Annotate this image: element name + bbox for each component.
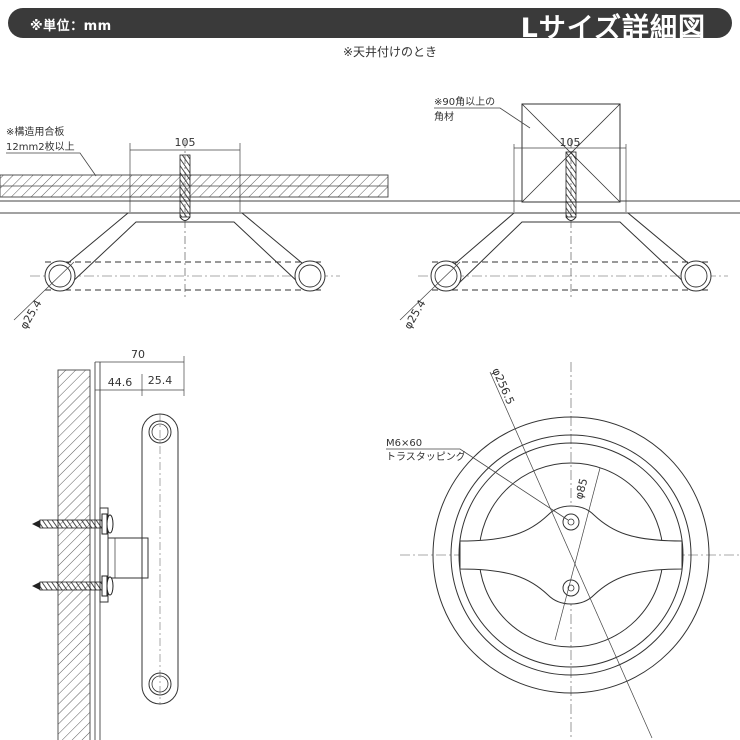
header-bar: ※単位：mm Lサイズ詳細図 bbox=[8, 8, 732, 44]
bottom-right-view: φ256.5 φ85 M6×60 トラスタッピング bbox=[386, 362, 740, 740]
page-title: Lサイズ詳細図 bbox=[520, 13, 706, 44]
dimension-70: 70 bbox=[131, 348, 145, 361]
screw-spec-line2: トラスタッピング bbox=[386, 450, 466, 463]
diameter-25-4-left: φ25.4 bbox=[17, 298, 44, 332]
plywood-note-line2: 12mm2枚以上 bbox=[6, 140, 75, 153]
outer-ring bbox=[432, 416, 710, 694]
top-right-view: 105 ※90角以上の 角材 φ25.4 bbox=[388, 96, 740, 332]
plywood-note-line1: ※構造用合板 bbox=[6, 125, 64, 138]
screw-lower bbox=[39, 581, 103, 591]
lumber-note-line2: 角材 bbox=[434, 110, 454, 123]
tube-right bbox=[680, 260, 712, 292]
diameter-256-5: φ256.5 bbox=[489, 366, 517, 407]
tube-right bbox=[294, 260, 326, 292]
top-left-view: 105 ※構造用合板 12mm2枚以上 φ25.4 bbox=[0, 125, 389, 332]
dimension-25-4: 25.4 bbox=[148, 374, 173, 387]
dimension-44-6: 44.6 bbox=[108, 376, 133, 389]
unit-label: ※単位：mm bbox=[30, 19, 112, 34]
bottom-left-view: 70 44.6 25.4 bbox=[32, 348, 185, 740]
screw-upper bbox=[39, 519, 103, 529]
screw-hole-lower bbox=[562, 579, 580, 597]
dimension-105-right: 105 bbox=[560, 136, 581, 149]
drawing-subtitle: ※天井付けのとき bbox=[343, 45, 437, 59]
screw-hole-upper bbox=[562, 513, 580, 531]
wall-section bbox=[57, 369, 91, 740]
mounting-plate bbox=[99, 507, 109, 603]
screw-spec-line1: M6×60 bbox=[386, 438, 422, 449]
diameter-85: φ85 bbox=[572, 477, 590, 501]
lumber-note-line1: ※90角以上の bbox=[434, 96, 495, 108]
